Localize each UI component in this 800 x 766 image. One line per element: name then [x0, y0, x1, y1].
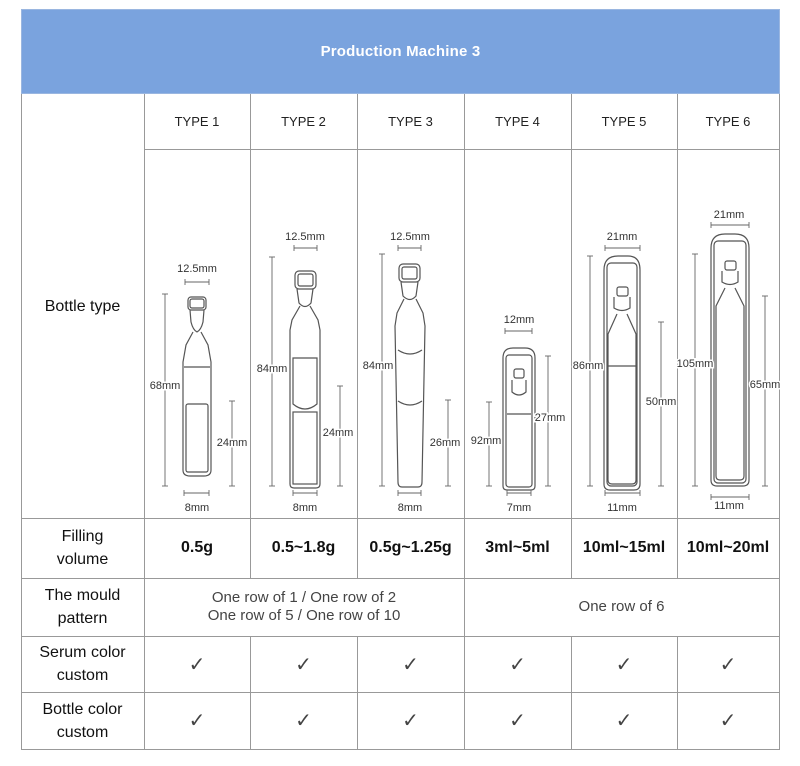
check-icon: ✓ — [719, 653, 737, 676]
grid-line — [464, 94, 465, 750]
mould-pattern-group-2: One row of 6 — [578, 598, 665, 615]
check-icon: ✓ — [615, 653, 633, 676]
page-title: Production Machine 3 — [320, 43, 481, 60]
dim-label: 68mm — [150, 380, 181, 392]
dim-label: 24mm — [217, 437, 248, 449]
grid-line — [21, 749, 780, 750]
dim-label: 8mm — [398, 502, 422, 514]
grid-line — [21, 578, 780, 579]
grid-line — [144, 94, 145, 750]
dim-label: 7mm — [507, 502, 531, 514]
title-bar: Production Machine 3 — [21, 9, 780, 94]
check-icon: ✓ — [188, 710, 206, 732]
grid-line — [21, 692, 780, 693]
row-label-bottle-type: Bottle type — [44, 297, 121, 315]
check-icon: ✓ — [509, 710, 526, 732]
dim-label: 8mm — [185, 502, 209, 514]
type-header: TYPE 5 — [601, 114, 647, 129]
row-label-serum-color: Serum color custom — [39, 644, 126, 684]
check-icon: ✓ — [509, 653, 526, 676]
grid-line — [250, 94, 251, 578]
dim-label: 84mm — [257, 363, 288, 375]
bottle-type-1-drawing — [182, 296, 212, 477]
bottle-type-6-drawing — [710, 233, 750, 487]
dim-label: 92mm — [471, 435, 502, 447]
type-header: TYPE 3 — [388, 114, 433, 129]
dim-label: 12.5mm — [390, 231, 430, 243]
dim-label: 12mm — [504, 314, 535, 326]
type-header: TYPE 4 — [495, 114, 540, 129]
mould-pattern-group-1: One row of 1 / One row of 2 One row of 5… — [207, 589, 401, 624]
dim-label: 12.5mm — [285, 231, 325, 243]
dim-label: 27mm — [535, 412, 566, 424]
grid-line — [571, 636, 572, 750]
row-label-filling-volume: Filling volume — [56, 528, 109, 568]
type-header: TYPE 6 — [705, 114, 751, 129]
dim-label: 65mm — [750, 379, 781, 391]
type-header: TYPE 1 — [174, 114, 220, 129]
grid-line — [779, 94, 780, 750]
check-icon: ✓ — [188, 653, 206, 676]
grid-line — [677, 94, 678, 578]
check-icon: ✓ — [719, 710, 737, 732]
grid-line — [677, 636, 678, 750]
grid-line — [21, 518, 780, 519]
check-icon: ✓ — [295, 653, 312, 676]
row-label-mould-pattern: The mould pattern — [44, 587, 121, 627]
dim-label: 86mm — [573, 360, 604, 372]
grid-line — [357, 94, 358, 578]
dim-label: 8mm — [293, 502, 317, 514]
dim-label: 12.5mm — [177, 263, 217, 275]
dim-label: 105mm — [677, 358, 714, 370]
filling-value: 10ml~20ml — [686, 539, 770, 556]
grid-line — [357, 636, 358, 750]
dim-label: 11mm — [714, 500, 744, 512]
type-header: TYPE 2 — [281, 114, 326, 129]
filling-value: 3ml~5ml — [485, 539, 550, 556]
filling-value: 0.5~1.8g — [271, 539, 336, 556]
dim-label: 11mm — [607, 502, 637, 514]
dim-label: 24mm — [323, 427, 354, 439]
dim-label: 26mm — [430, 437, 461, 449]
bottle-type-2-drawing — [289, 270, 321, 489]
grid-line — [571, 94, 572, 578]
check-icon: ✓ — [615, 710, 633, 732]
row-label-bottle-color: Bottle color custom — [42, 700, 123, 741]
dim-label: 21mm — [607, 231, 638, 243]
check-icon: ✓ — [402, 653, 419, 676]
bottle-type-3-drawing — [394, 263, 426, 488]
grid-line — [21, 636, 780, 637]
check-icon: ✓ — [295, 710, 312, 732]
dimension-lines — [162, 222, 768, 500]
filling-value: 0.5g~1.25g — [369, 539, 452, 556]
filling-value: 0.5g — [180, 539, 213, 556]
bottle-type-4-drawing — [502, 347, 536, 491]
dim-label: 21mm — [714, 209, 745, 221]
filling-value: 10ml~15ml — [582, 539, 666, 556]
dim-label: 50mm — [646, 396, 677, 408]
grid-line — [21, 94, 22, 750]
grid-line — [144, 149, 780, 150]
dim-label: 84mm — [363, 360, 394, 372]
bottle-type-5-drawing — [603, 255, 641, 491]
check-icon: ✓ — [402, 710, 419, 732]
grid-line — [250, 636, 251, 750]
